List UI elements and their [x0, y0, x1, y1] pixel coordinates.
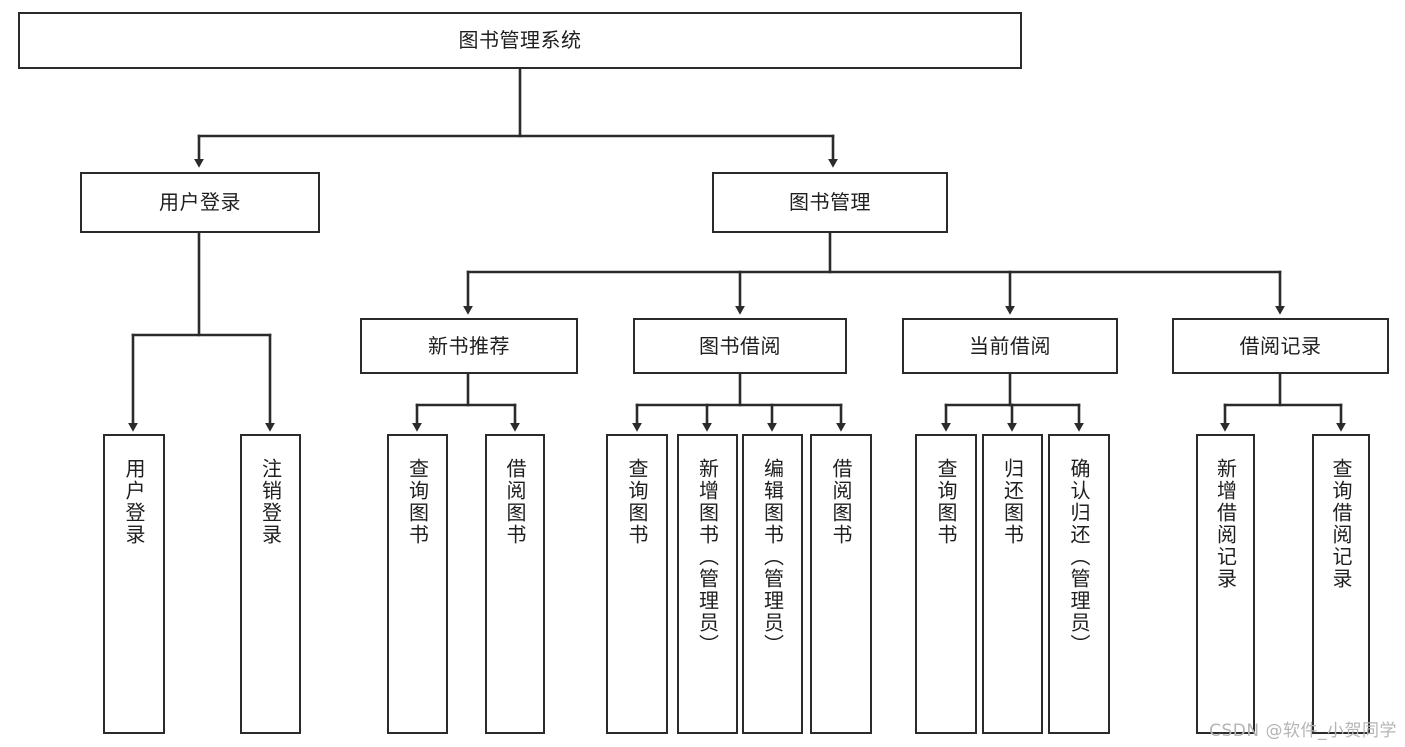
leaf-logout[interactable]: 注销登录 [240, 434, 301, 734]
node-label: 查询图书 [625, 458, 649, 546]
leaf-borrow-book-rec[interactable]: 借阅图书 [485, 434, 545, 734]
node-root-system[interactable]: 图书管理系统 [18, 12, 1022, 69]
node-label: 注销登录 [258, 458, 283, 546]
node-label: 新书推荐 [428, 333, 510, 358]
node-label: 图书借阅 [699, 333, 781, 358]
node-label: 图书管理系统 [458, 28, 582, 52]
node-user-login[interactable]: 用户登录 [80, 172, 320, 233]
node-label: 编辑图书（管理员） [760, 458, 785, 656]
leaf-query-book-current[interactable]: 查询图书 [915, 434, 977, 734]
leaf-query-borrow-record[interactable]: 查询借阅记录 [1312, 434, 1370, 734]
node-label: 借阅图书 [829, 458, 853, 546]
node-label: 借阅图书 [503, 458, 527, 546]
node-label: 确认归还（管理员） [1067, 458, 1091, 656]
node-label: 用户登录 [122, 458, 146, 546]
node-current-borrow[interactable]: 当前借阅 [902, 318, 1118, 374]
node-label: 查询借阅记录 [1329, 458, 1353, 590]
node-label: 图书管理 [789, 190, 871, 214]
leaf-confirm-return[interactable]: 确认归还（管理员） [1048, 434, 1110, 734]
watermark: CSDN @软件_小贺同学 [1209, 721, 1397, 741]
leaf-query-book-rec[interactable]: 查询图书 [387, 434, 448, 734]
node-book-manage[interactable]: 图书管理 [712, 172, 948, 233]
leaf-return-book[interactable]: 归还图书 [982, 434, 1043, 734]
node-label: 归还图书 [1000, 458, 1025, 546]
node-label: 查询图书 [934, 458, 958, 546]
leaf-borrow-book[interactable]: 借阅图书 [810, 434, 872, 734]
leaf-user-login[interactable]: 用户登录 [103, 434, 165, 734]
leaf-add-borrow-record[interactable]: 新增借阅记录 [1196, 434, 1255, 734]
node-book-borrow[interactable]: 图书借阅 [633, 318, 847, 374]
node-label: 用户登录 [159, 190, 241, 214]
leaf-add-book[interactable]: 新增图书（管理员） [677, 434, 738, 734]
node-label: 新增借阅记录 [1213, 458, 1238, 590]
node-label: 当前借阅 [969, 333, 1051, 358]
leaf-edit-book[interactable]: 编辑图书（管理员） [742, 434, 803, 734]
node-borrow-record[interactable]: 借阅记录 [1172, 318, 1389, 374]
node-label: 查询图书 [405, 458, 430, 546]
node-new-book-recommend[interactable]: 新书推荐 [360, 318, 578, 374]
leaf-query-book-borrow[interactable]: 查询图书 [606, 434, 668, 734]
node-label: 借阅记录 [1239, 333, 1322, 358]
node-label: 新增图书（管理员） [695, 458, 720, 656]
